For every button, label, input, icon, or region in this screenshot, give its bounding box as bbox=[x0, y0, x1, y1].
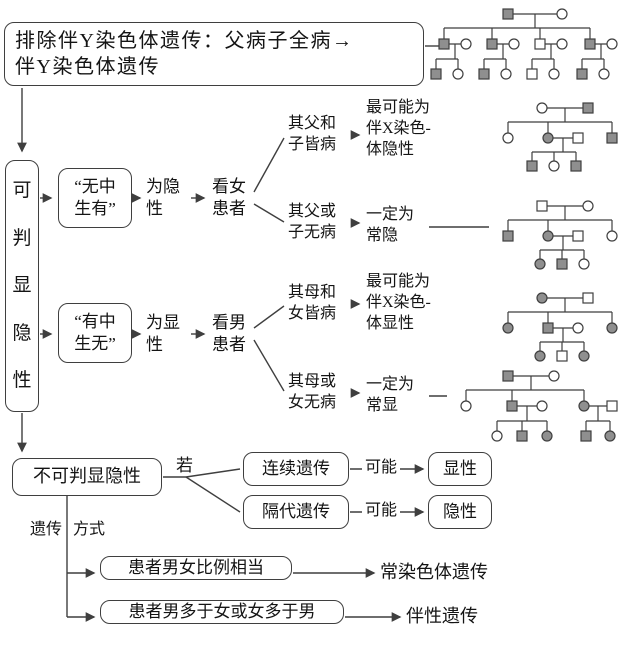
recessive-box: 隐性 bbox=[428, 495, 492, 529]
maybe-label-1: 可能 bbox=[362, 458, 401, 479]
dominant-box: 显性 bbox=[428, 452, 492, 486]
cannot-determine-box: 不可判显隐性 bbox=[12, 458, 162, 496]
concl-x-recessive: 最可能为 伴X染色- 体隐性 bbox=[366, 99, 431, 158]
pedigree-chart-autosomal-dominant bbox=[450, 366, 628, 457]
look-female-label: 看女 患者 bbox=[212, 177, 246, 219]
ratio-unequal-box: 患者男多于女或女多于男 bbox=[100, 600, 344, 625]
ratio-equal-box: 患者男女比例相当 bbox=[100, 556, 292, 581]
concl-x-dominant: 最可能为 伴X染色- 体显性 bbox=[366, 273, 431, 332]
cond-father-son-unaffected: 其父或 子无病 bbox=[288, 203, 337, 241]
continuous-inheritance-box: 连续遗传 bbox=[243, 452, 349, 486]
exclude-y-linked-line2: 伴Y染色体遗传 bbox=[15, 56, 160, 78]
autosomal-inheritance-label: 常染色体遗传 bbox=[380, 562, 488, 582]
pattern-recessive-box: “无中 生有” bbox=[58, 168, 132, 228]
pedigree-chart-y-linked bbox=[428, 2, 626, 97]
cond-mother-daughters-affected: 其母和 女皆病 bbox=[288, 284, 337, 322]
mode-label-left: 遗传 bbox=[30, 521, 63, 538]
pattern-dominant-box: “有中 生无” bbox=[58, 303, 132, 363]
pedigree-chart-x-dominant bbox=[492, 288, 628, 373]
cond-father-sons-affected: 其父和 子皆病 bbox=[288, 115, 337, 153]
sex-linked-inheritance-label: 伴性遗传 bbox=[406, 606, 478, 626]
concl-autosomal-dominant: 一定为 常显 bbox=[366, 376, 415, 414]
determinable-box: 可 判 显 隐 性 bbox=[5, 160, 39, 412]
maybe-label-2: 可能 bbox=[362, 501, 401, 522]
nature-dominant-label: 为显 性 bbox=[146, 313, 180, 355]
pedigree-chart-x-recessive bbox=[492, 98, 628, 183]
exclude-y-linked-line1: 排除伴Y染色体遗传：父病子全病→ bbox=[15, 30, 354, 52]
pedigree-chart-autosomal-recessive bbox=[492, 196, 628, 281]
look-male-label: 看男 患者 bbox=[212, 313, 246, 355]
cond-mother-daughter-unaffected: 其母或 女无病 bbox=[288, 373, 337, 411]
if-label: 若 bbox=[176, 456, 193, 475]
exclude-y-linked-box: 排除伴Y染色体遗传：父病子全病→ 伴Y染色体遗传 bbox=[4, 22, 424, 86]
mode-label-right: 方式 bbox=[73, 521, 106, 538]
skip-generation-box: 隔代遗传 bbox=[243, 495, 349, 529]
nature-recessive-label: 为隐 性 bbox=[146, 177, 180, 219]
concl-autosomal-recessive: 一定为 常隐 bbox=[366, 206, 415, 244]
